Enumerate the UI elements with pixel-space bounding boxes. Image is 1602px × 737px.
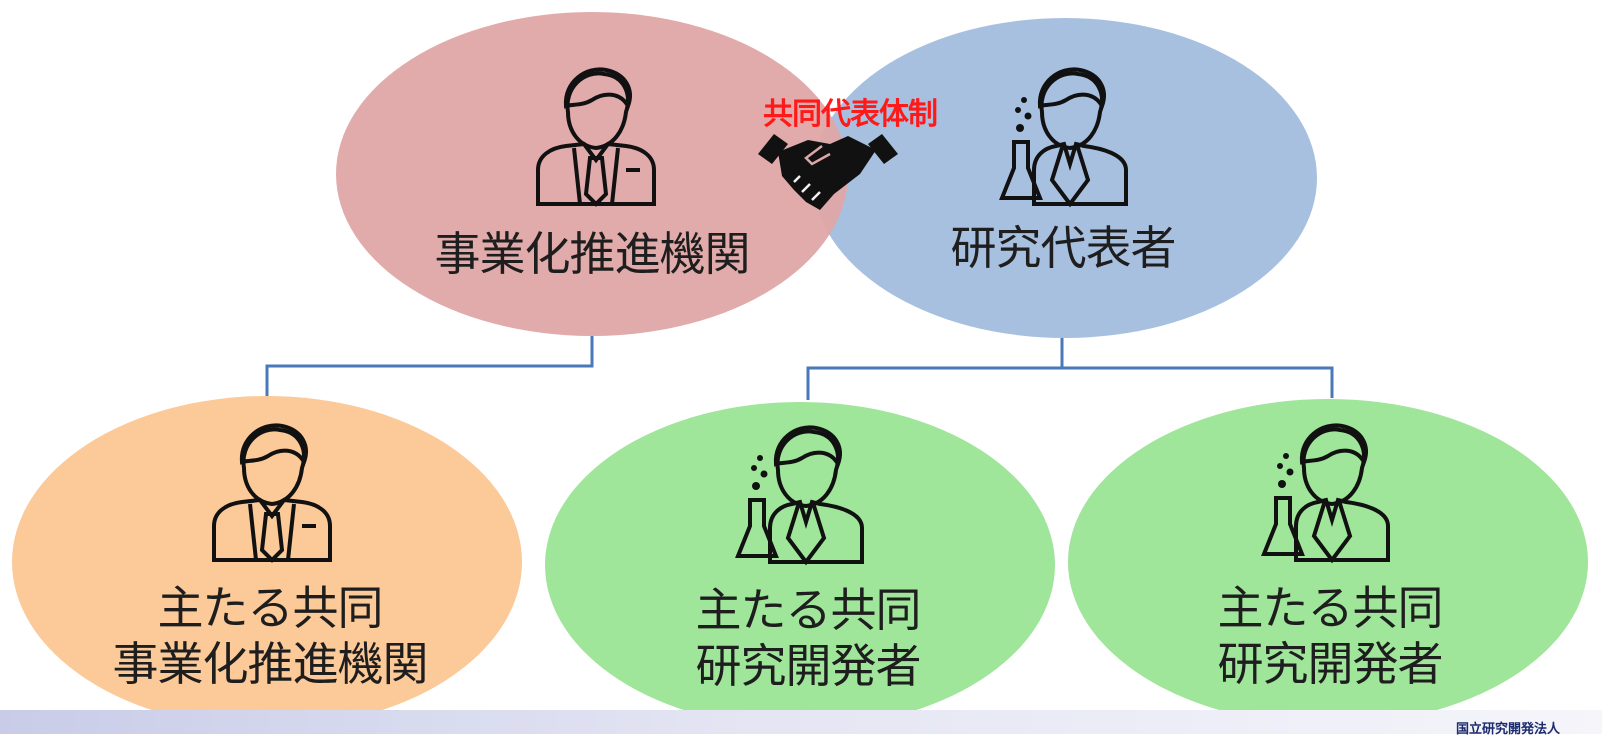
- co-researcher-1-label-line2: 研究開発者: [695, 639, 922, 693]
- footer-logo-text: 国立研究開発法人: [1456, 722, 1561, 737]
- co-researcher-2-ellipse: [1068, 399, 1588, 725]
- research-lead-ellipse: [813, 18, 1317, 338]
- co-business-ellipse: [12, 396, 522, 728]
- co-researcher-2-label-line1: 主たる共同: [1217, 581, 1444, 635]
- connector-research: [806, 336, 1334, 400]
- co-researcher-2-label-line2: 研究開発者: [1217, 637, 1444, 691]
- co-business-label-line2: 事業化推進機関: [112, 637, 429, 691]
- connector-business: [265, 336, 594, 398]
- collaboration-label: 共同代表体制: [763, 97, 938, 132]
- co-researcher-1-label-line1: 主たる共同: [695, 583, 922, 637]
- business-lead-ellipse: [336, 12, 848, 336]
- co-business-label-line1: 主たる共同: [157, 581, 384, 635]
- footer-band: [0, 710, 1602, 734]
- co-researcher-1-ellipse: [545, 402, 1055, 728]
- connectors: [265, 336, 1334, 400]
- business-lead-label: 事業化推進機関: [434, 227, 751, 281]
- research-lead-label: 研究代表者: [950, 221, 1177, 275]
- handshake-icon: [758, 134, 898, 210]
